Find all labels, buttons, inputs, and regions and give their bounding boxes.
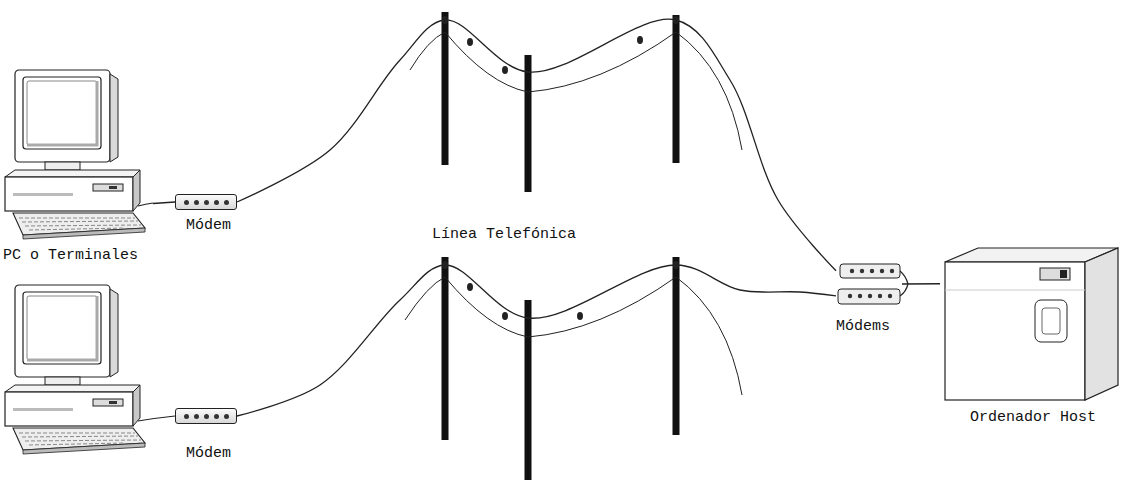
host-modem (868, 294, 872, 298)
terminal-node: PC o Terminales (3, 60, 153, 265)
host-modem (858, 294, 862, 298)
telephone-wire (410, 32, 445, 70)
telephone-line (237, 19, 836, 271)
node-label: PC o Terminales (3, 247, 138, 265)
host-modem (880, 269, 884, 273)
modem-lamp (184, 200, 189, 205)
modem-box: Módem (175, 194, 237, 210)
modem-cable (900, 271, 908, 284)
host-modem (888, 294, 892, 298)
telephone-line (237, 265, 836, 416)
host-modem (848, 294, 852, 298)
telephone-pole (525, 55, 532, 192)
host-computer (1060, 270, 1067, 278)
modem-lamp (204, 414, 209, 419)
modem-cable (138, 203, 153, 206)
host-modem (838, 264, 900, 304)
modem-lamp (184, 414, 189, 419)
computer-terminal (5, 70, 145, 239)
node-label: Ordenador Host (940, 409, 1126, 427)
modem-lamp (224, 414, 229, 419)
host-modem (850, 269, 854, 273)
wire-insulator (502, 312, 508, 320)
node-label: Módems (836, 318, 890, 336)
modem-cable (900, 284, 908, 296)
host-computer (1085, 248, 1118, 400)
modem-lamp (204, 200, 209, 205)
telephone-wire (405, 277, 445, 320)
modem-cable (138, 203, 908, 421)
modem-box: Módem (175, 408, 237, 424)
modem-lamp (214, 414, 219, 419)
host-modem (870, 269, 874, 273)
wire-insulator (467, 38, 473, 46)
host-node: Ordenador Host (940, 245, 1126, 400)
line-label: Línea Telefónica (432, 226, 576, 244)
computer-terminal (5, 285, 145, 454)
host-modem (838, 289, 900, 304)
host-computer (945, 262, 1085, 400)
telephone-wire (445, 277, 742, 395)
host-computer (945, 290, 1085, 291)
host-computer (1035, 300, 1067, 342)
telephone-line (153, 202, 175, 204)
telephone-pole (673, 257, 680, 435)
node-label: Módem (186, 445, 231, 463)
modem-lamp (214, 200, 219, 205)
telephone-pole (442, 257, 449, 440)
wire-insulator (442, 16, 679, 320)
host-computer (945, 248, 1118, 400)
host-modem (840, 264, 900, 278)
wire-insulator (502, 66, 508, 74)
host-computer (1042, 308, 1060, 334)
modem-lamp (194, 414, 199, 419)
telephone-pole (525, 300, 532, 480)
wire-insulator (577, 312, 583, 320)
telephone-line (902, 283, 940, 285)
wire-insulator (467, 283, 473, 291)
telephone-pole (673, 15, 680, 163)
telephone-wire (405, 32, 742, 395)
host-modem (890, 269, 894, 273)
modem-lamp (194, 200, 199, 205)
host-computer (1040, 268, 1070, 280)
node-label: Módem (186, 217, 231, 235)
host-modem (860, 269, 864, 273)
wire-insulator (637, 36, 643, 44)
modem-lamp (224, 200, 229, 205)
telephone-pole (445, 12, 676, 480)
modem-cable (138, 416, 175, 421)
host-modem (878, 294, 882, 298)
modem-group: Módems (836, 262, 902, 306)
